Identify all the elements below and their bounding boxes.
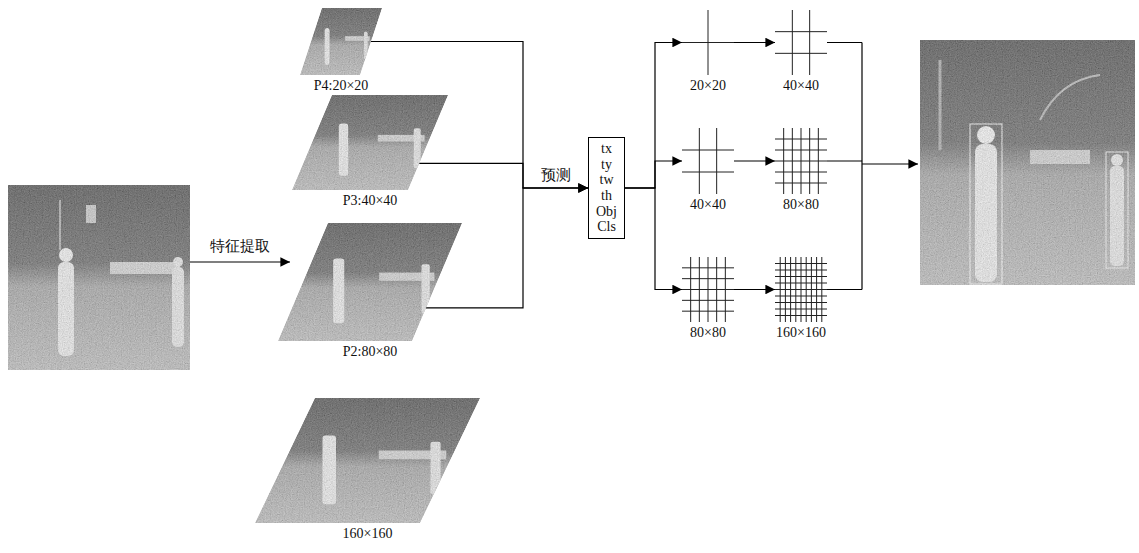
size-caption: 40×40 (774, 78, 828, 95)
grid-line (775, 150, 827, 151)
feature-extraction-arrow (190, 261, 290, 262)
grid-line (775, 302, 827, 303)
feature-map-image (255, 398, 480, 523)
grid-line (792, 10, 793, 75)
output-image (920, 40, 1135, 285)
grid-line (682, 267, 734, 268)
prediction-box: tx ty tw th Obj Cls (588, 137, 625, 239)
connector (625, 188, 682, 290)
image-ground (278, 223, 462, 341)
grid-line (775, 183, 827, 184)
wire (827, 160, 862, 161)
grid-lines (775, 10, 827, 75)
image-ground (920, 40, 1135, 285)
grid-lines (775, 257, 827, 322)
grid-line (775, 31, 827, 32)
grid-line (682, 150, 734, 151)
size-caption: 40×40 (681, 197, 735, 214)
image-grain (292, 95, 448, 190)
grid-map: 160×160 (774, 257, 828, 342)
grid-line (682, 278, 734, 279)
feature-map-image (292, 95, 448, 190)
size-caption: 160×160 (254, 526, 481, 543)
size-caption: P3:40×40 (291, 193, 449, 210)
grid-line (775, 53, 827, 54)
grid-line (699, 128, 700, 194)
grid-line (775, 270, 827, 271)
image-grain (920, 40, 1135, 285)
grid-map: 20×20 (681, 10, 735, 95)
image-ground (8, 185, 190, 370)
grid-line (682, 42, 734, 43)
wire (827, 42, 862, 43)
size-caption: 20×20 (681, 78, 735, 95)
image-grain (300, 8, 382, 75)
grid-map: 40×40 (681, 128, 735, 214)
grid-line (775, 276, 827, 277)
edge-label: 预测 (539, 166, 573, 184)
image-grain (255, 398, 480, 523)
grid-map: 40×40 (774, 10, 828, 95)
grid-line (775, 283, 827, 284)
size-caption: 80×80 (681, 325, 735, 342)
grid-line (775, 296, 827, 297)
grid-line (682, 172, 734, 173)
image-ground (255, 398, 480, 523)
image-ground (300, 8, 382, 75)
image-ground (292, 95, 448, 190)
output-wires (827, 43, 918, 290)
feature-map-content (278, 223, 462, 341)
size-caption: P2:80×80 (277, 344, 463, 361)
connector (734, 160, 775, 161)
grid-line (682, 300, 734, 301)
grid-line (775, 315, 827, 316)
output-arrow (862, 163, 918, 164)
output-params: tx ty tw th Obj Cls (596, 141, 617, 235)
feature-map-image (278, 223, 462, 341)
image-grain (278, 223, 462, 341)
grid-line (682, 289, 734, 290)
feature-map: 160×160 (254, 398, 481, 543)
feature-map-image (300, 8, 382, 75)
feature-map-content (300, 8, 382, 75)
connector (625, 43, 682, 189)
grid-lines (682, 10, 734, 75)
feature-map: P3:40×40 (291, 95, 449, 210)
input-image (8, 185, 190, 370)
grid-lines (682, 257, 734, 322)
grid-lines (682, 128, 734, 194)
image-grain (8, 185, 190, 370)
connector (734, 289, 775, 290)
wire (861, 43, 862, 290)
grid-line (775, 289, 827, 290)
feature-map: P4:20×20 (299, 8, 383, 95)
feature-map-content (292, 95, 448, 190)
grid-map: 80×80 (774, 128, 828, 214)
wire (827, 289, 862, 290)
connector (734, 42, 775, 43)
grid-line (775, 172, 827, 173)
grid-map: 80×80 (681, 257, 735, 342)
connector (419, 163, 588, 188)
grid-line (716, 128, 717, 194)
grid-line (775, 263, 827, 264)
grid-lines (775, 128, 827, 194)
size-caption: P4:20×20 (299, 78, 383, 95)
grid-line (775, 139, 827, 140)
size-caption: 160×160 (774, 325, 828, 342)
feature-map-content (255, 398, 480, 523)
grid-line (775, 161, 827, 162)
size-caption: 80×80 (774, 197, 828, 214)
connector (625, 161, 682, 188)
feature-map: P2:80×80 (277, 223, 463, 361)
grid-line (775, 309, 827, 310)
arrow-label: 特征提取 (208, 237, 272, 255)
grid-line (809, 10, 810, 75)
grid-line (682, 311, 734, 312)
